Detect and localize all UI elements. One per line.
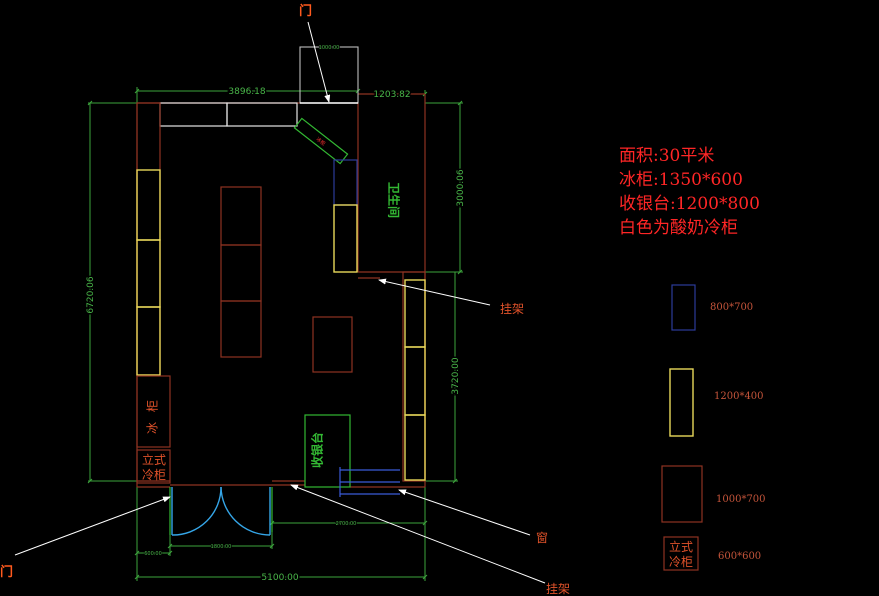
window-label: 窗 (536, 531, 548, 545)
dim-ticks (87, 88, 463, 580)
fixtures: 冰柜 冰柜 立式 冷柜 (136, 102, 426, 497)
door-bottom-label: 门 (0, 564, 13, 580)
legend-size-1: 800*700 (710, 302, 753, 313)
legend-upright-line2: 冷柜 (669, 555, 693, 569)
angled-freezer: 冰柜 (293, 117, 349, 165)
rack-bottom (272, 480, 305, 486)
bathroom-label: 卫生间 (387, 182, 402, 218)
dim-bottom-left-text: 600.00 (144, 551, 162, 557)
yogurt-fridge-left-2 (136, 239, 161, 308)
dim-line-bottom (136, 487, 426, 581)
cashier-counter (304, 414, 351, 488)
door-swing-right (220, 486, 271, 536)
door-top-label: 门 (299, 3, 312, 19)
rack-right-label: 挂架 (500, 302, 524, 316)
right-column-frame (402, 271, 426, 482)
legend-upright-line1: 立式 (669, 539, 693, 554)
upright-cooler-box (136, 449, 171, 484)
notes-block: 面积:30平米 冰柜:1350*600 收银台:1200*800 白色为酸奶冷柜 (619, 146, 760, 238)
yogurt-fridge-left-3 (136, 306, 161, 376)
dim-right-lower-text: 3720.00 (451, 357, 461, 394)
dim-line-door-bottom (170, 487, 273, 549)
center-table-1 (220, 186, 262, 246)
dimension-texts: 3896.18 1203.82 6720.06 3000.06 3720.00 … (85, 44, 468, 584)
dim-top-left-text: 3896.18 (228, 87, 265, 97)
room-walls (136, 93, 426, 488)
note-cashier: 收银台:1200*800 (619, 194, 760, 214)
dim-right-upper-text: 3000.06 (456, 169, 466, 206)
dim-left-text: 6720.06 (86, 276, 96, 313)
freezer-box (136, 375, 171, 448)
dim-line-bottom-left (137, 487, 171, 556)
dimension-lines (87, 46, 463, 581)
plan-labels: 卫生间 收银台 门 门 挂架 窗 挂架 (0, 3, 570, 596)
dim-bottom-right-text: 2700.00 (336, 521, 357, 527)
door-swing-left (171, 486, 222, 536)
callout-arrows (14, 21, 546, 584)
legend-swatch-yellow (669, 368, 694, 437)
arrow-rack-right (378, 278, 491, 306)
center-table-4 (312, 316, 353, 373)
rack-bottom-label: 挂架 (546, 582, 570, 596)
dim-line-right-upper (425, 102, 463, 273)
dim-door-bottom-text: 1800.00 (211, 544, 232, 550)
center-table-3 (220, 300, 262, 358)
dim-line-left (88, 102, 137, 482)
top-fridge-1 (159, 102, 228, 127)
angled-freezer-label: 冰柜 (315, 136, 327, 148)
left-column-frame (136, 102, 161, 376)
arrow-door-bottom (14, 496, 171, 556)
yogurt-fridge-right-2 (404, 346, 426, 416)
dim-bottom-text: 5100.00 (261, 573, 298, 583)
angled-freezer-body (293, 117, 349, 165)
center-table-2 (220, 244, 262, 302)
dim-top-right-text: 1203.82 (373, 90, 410, 100)
window-shelf (339, 467, 400, 497)
note-white-yogurt: 白色为酸奶冷柜 (619, 218, 738, 238)
legend-size-2: 1200*400 (714, 391, 764, 402)
legend-swatch-blue (671, 284, 696, 331)
note-area: 面积:30平米 (619, 146, 714, 166)
arrow-rack-bottom (290, 484, 546, 584)
legend: 800*700 1200*400 1000*700 立式 冷柜 600*600 (661, 284, 766, 571)
upright-cooler-line1: 立式 (142, 452, 166, 467)
legend-size-4: 600*600 (718, 551, 761, 562)
dim-door-top-text: 1000.00 (319, 45, 340, 51)
yogurt-fridge-mid (333, 204, 358, 273)
yogurt-fridge-left-1 (136, 169, 161, 241)
blue-cabinet (333, 159, 358, 206)
top-door (299, 46, 359, 104)
dim-line-right-lower (425, 272, 458, 482)
freezer-label: 冰柜 (146, 390, 160, 434)
wall-bottom-left (137, 480, 170, 488)
door-frame (169, 487, 273, 535)
arrow-door-top (307, 21, 331, 103)
upright-cooler-line2: 冷柜 (142, 468, 166, 482)
legend-swatch-brown (661, 465, 703, 523)
bottom-door (169, 486, 273, 536)
cashier-label: 收银台 (310, 432, 325, 468)
top-door-frame (299, 46, 359, 104)
legend-swatch-upright (663, 536, 699, 571)
arrow-window (398, 489, 531, 536)
yogurt-fridge-right-3 (404, 414, 426, 481)
note-freezer: 冰柜:1350*600 (619, 170, 743, 190)
legend-size-3: 1000*700 (716, 494, 766, 505)
top-fridge-2 (226, 102, 298, 127)
